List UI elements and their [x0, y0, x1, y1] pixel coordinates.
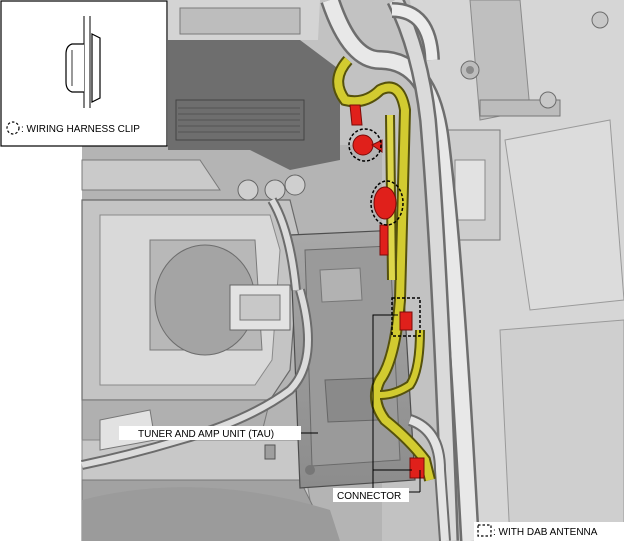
legend-clip-text: : WIRING HARNESS CLIP — [21, 124, 140, 135]
legend-dab-text: : WITH DAB ANTENNA — [493, 527, 598, 538]
upper-pipes — [320, 0, 480, 541]
tau-label: TUNER AND AMP UNIT (TAU) — [138, 429, 274, 440]
legend-dab-symbol — [477, 524, 492, 537]
grey-cables — [80, 197, 451, 541]
legend-clip-symbol — [6, 121, 20, 135]
connector-label: CONNECTOR — [337, 491, 401, 502]
inset-box — [0, 0, 168, 147]
clip-callout-circles — [348, 128, 421, 337]
blower-motor — [81, 159, 340, 541]
harness-clips — [349, 104, 425, 479]
